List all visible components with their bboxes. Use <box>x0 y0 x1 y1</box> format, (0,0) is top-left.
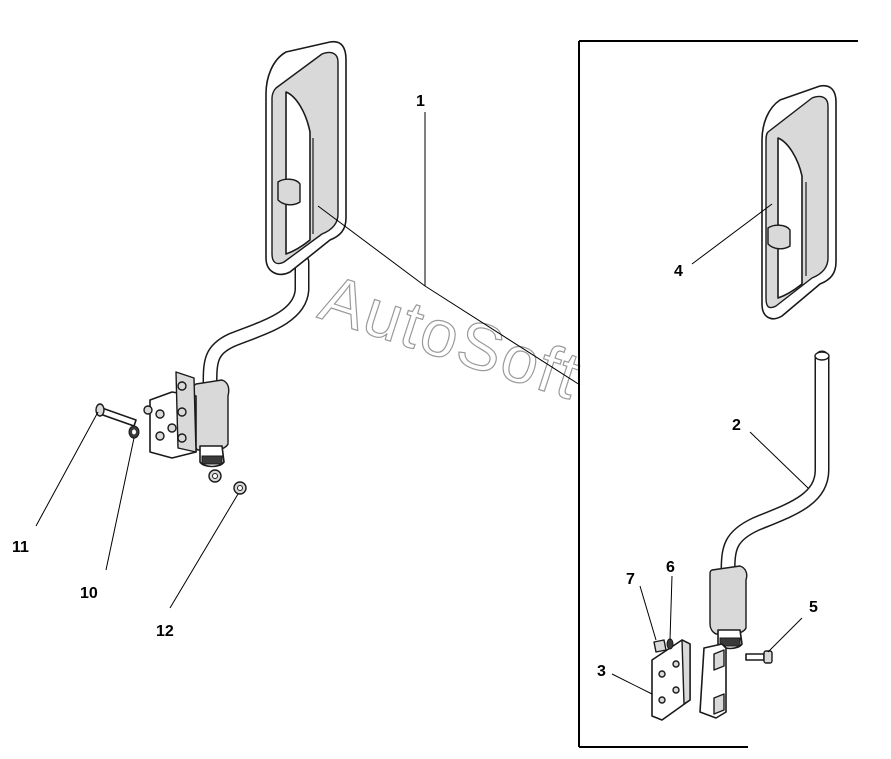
watermark: AutoSoft <box>312 260 591 414</box>
mirror-assembly <box>95 40 347 495</box>
bolt-item-5 <box>745 650 773 664</box>
detail-frame <box>578 40 858 748</box>
nut-item-7 <box>653 639 667 653</box>
nut-item-12-a <box>208 469 222 483</box>
washer-item-10 <box>128 425 140 439</box>
callout-labels: 1 2 3 4 5 6 7 10 11 12 <box>12 93 818 680</box>
washer-item-6 <box>666 638 674 650</box>
callout-4: 4 <box>674 263 683 280</box>
clamp-half-right <box>699 643 727 719</box>
arm-tube-item-2 <box>709 350 830 650</box>
callout-11: 11 <box>12 539 29 556</box>
callout-7: 7 <box>626 571 635 588</box>
mirror-head-item-4 <box>761 84 837 320</box>
bolt-item-11 <box>95 403 137 427</box>
callout-3: 3 <box>597 663 606 680</box>
nut-item-12-b <box>233 481 247 495</box>
bracket-plate-item-3 <box>651 639 691 721</box>
callout-5: 5 <box>809 599 818 616</box>
callout-12: 12 <box>156 623 174 640</box>
callout-1: 1 <box>416 93 425 110</box>
callout-10: 10 <box>80 585 98 602</box>
callout-6: 6 <box>666 559 675 576</box>
leader-lines <box>35 112 809 695</box>
callout-2: 2 <box>732 417 741 434</box>
